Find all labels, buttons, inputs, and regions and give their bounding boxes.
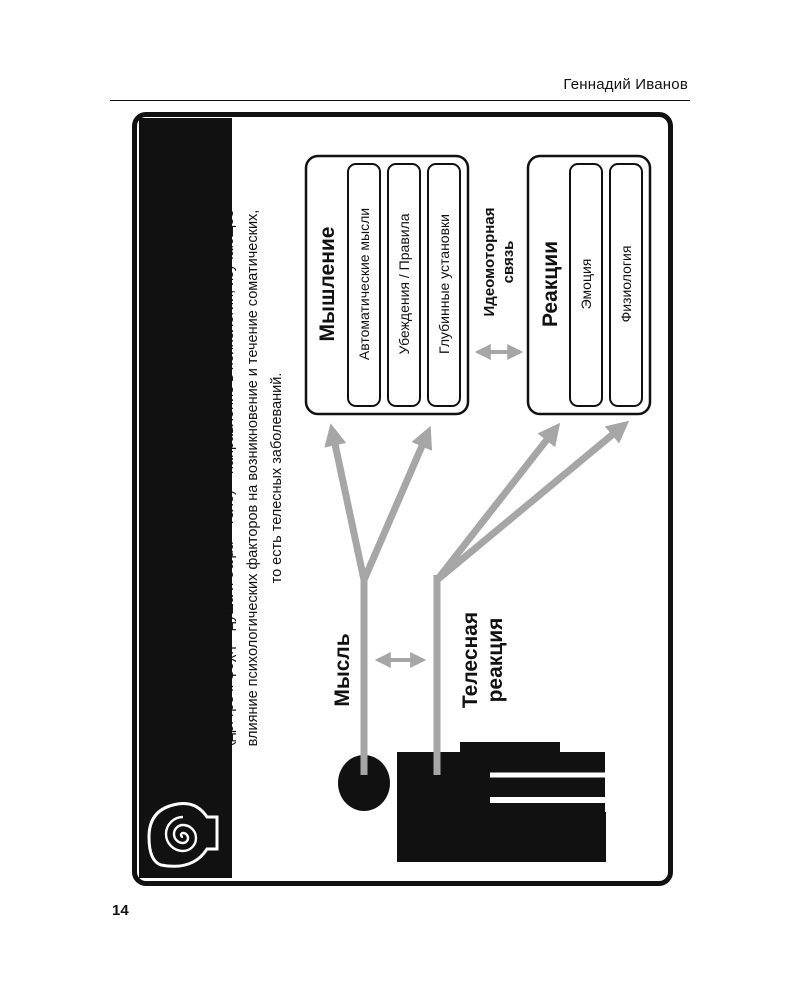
thinking-box: Мышление Автоматические мысли Убеждения …	[306, 156, 468, 414]
body-reaction-label-line-1: Телесная	[459, 612, 482, 708]
ideomotor-label-line-1: Идеомоторная	[481, 208, 498, 317]
definition-line-2: влияние психологических факторов на возн…	[245, 210, 261, 747]
reaction-arrows	[437, 425, 624, 775]
thinking-title: Мышление	[316, 227, 339, 342]
reactions-item-emotion: Эмоция	[578, 259, 594, 310]
page-number: 14	[112, 902, 129, 919]
thinking-item-automatic-thoughts: Автоматические мысли	[356, 208, 372, 360]
definition-line-1: (др. греч. ψυχή – душа и σώμα – тело) – …	[221, 210, 237, 747]
ideomotor-label-line-2: связь	[500, 241, 517, 284]
thinking-item-beliefs-rules: Убеждения / Правила	[396, 213, 412, 354]
reactions-title: Реакции	[539, 241, 562, 327]
reactions-item-physiology: Физиология	[618, 246, 634, 323]
thinking-item-deep-attitudes: Глубинные установки	[436, 214, 452, 354]
human-figure-icon	[397, 742, 606, 862]
card-title: Психосоматика	[162, 405, 187, 573]
definition-line-3: то есть телесных заболеваний.	[269, 373, 285, 584]
thought-arrows	[332, 430, 428, 775]
body-reaction-label-line-2: реакция	[484, 618, 507, 703]
thought-label: Мысль	[331, 633, 354, 706]
reactions-box: Реакции Эмоция Физиология	[528, 156, 650, 414]
